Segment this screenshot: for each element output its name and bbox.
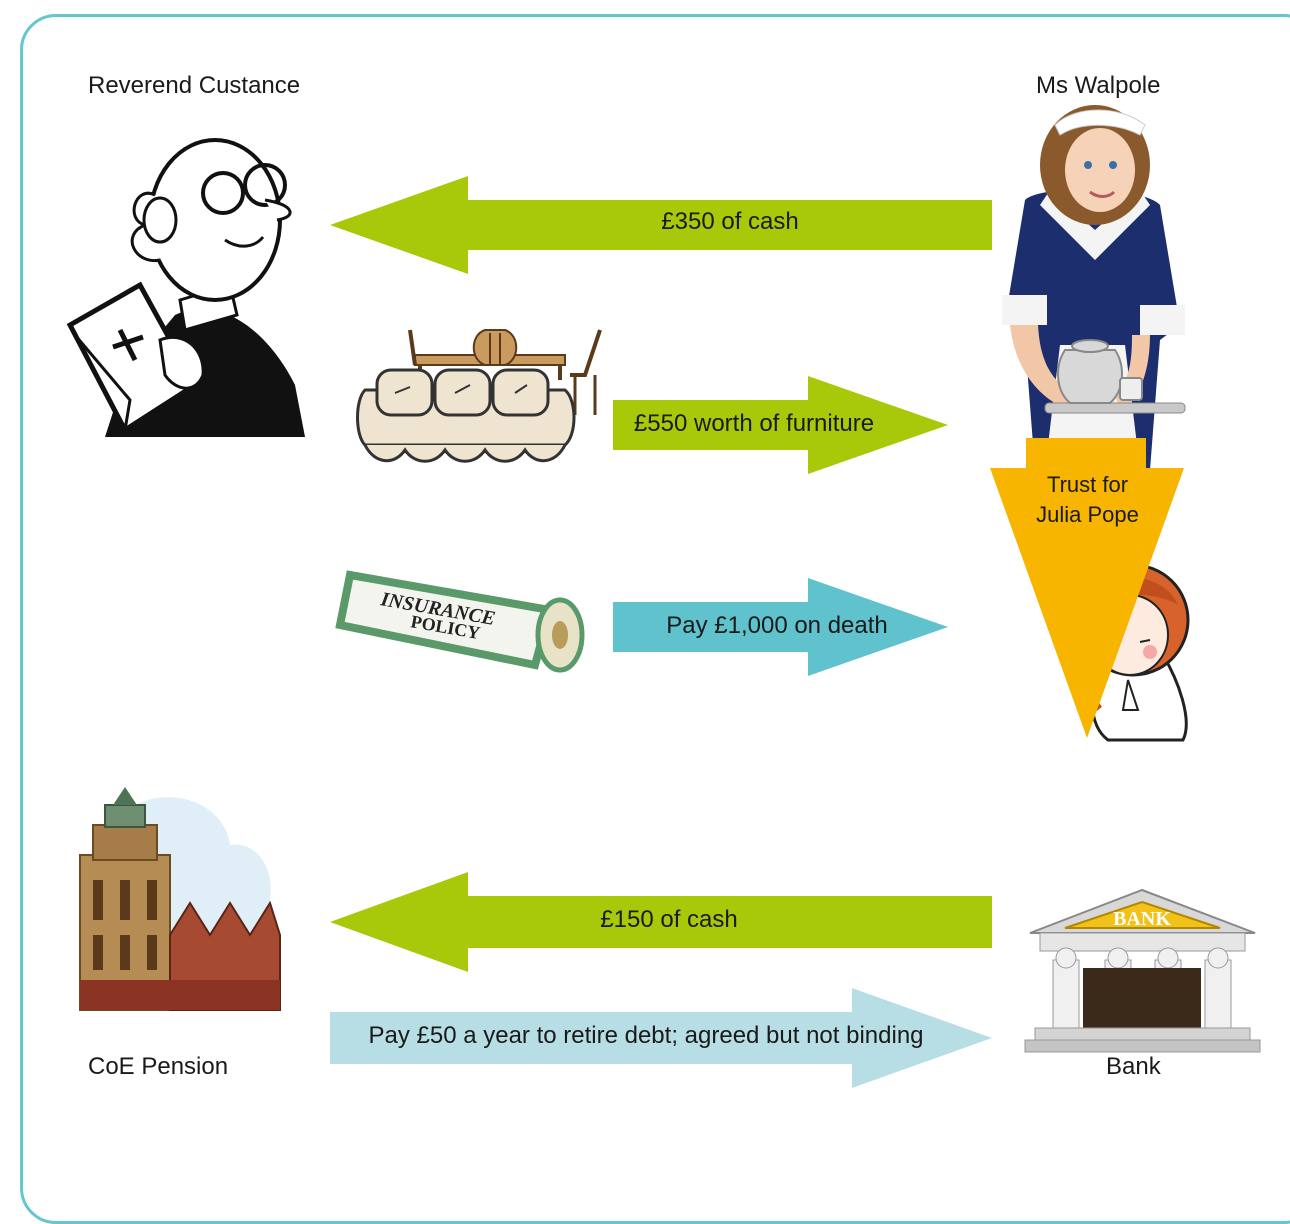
arrow-furniture-550 bbox=[613, 376, 948, 474]
arrow-pay-1000-on-death bbox=[613, 578, 948, 676]
label-reverend-custance: Reverend Custance bbox=[88, 72, 301, 99]
bank-illustration: BANK bbox=[1024, 888, 1261, 1053]
maid-illustration bbox=[1002, 105, 1186, 470]
label-bank: Bank bbox=[1106, 1053, 1161, 1080]
trust-label-line1: Trust for bbox=[1046, 472, 1129, 497]
arrow-cash-150-label: £150 of cash bbox=[600, 906, 738, 933]
insurance-policy-illustration: INSURANCE POLICY bbox=[335, 570, 585, 673]
bank-sign-text: BANK bbox=[1113, 908, 1171, 930]
label-ms-walpole: Ms Walpole bbox=[1036, 72, 1161, 99]
label-coe-pension: CoE Pension bbox=[88, 1053, 229, 1080]
arrow-furniture-550-label: £550 worth of furniture bbox=[633, 410, 875, 437]
arrow-cash-350-label: £350 of cash bbox=[661, 208, 799, 235]
trust-label: Trust for Julia Pope bbox=[1020, 470, 1155, 530]
arrow-cash-350 bbox=[330, 176, 992, 274]
church-illustration bbox=[79, 787, 281, 1011]
furniture-illustration bbox=[356, 329, 602, 463]
arrow-pay-50-label: Pay £50 a year to retire debt; agreed bu… bbox=[368, 1022, 924, 1049]
arrow-pay-1000-label: Pay £1,000 on death bbox=[666, 612, 888, 639]
arrow-pay-50-per-year bbox=[330, 988, 992, 1088]
reverend-illustration bbox=[66, 138, 305, 437]
trust-label-line2: Julia Pope bbox=[1036, 502, 1139, 527]
arrow-trust-julia-pope bbox=[990, 438, 1184, 738]
arrow-cash-150 bbox=[330, 872, 992, 972]
